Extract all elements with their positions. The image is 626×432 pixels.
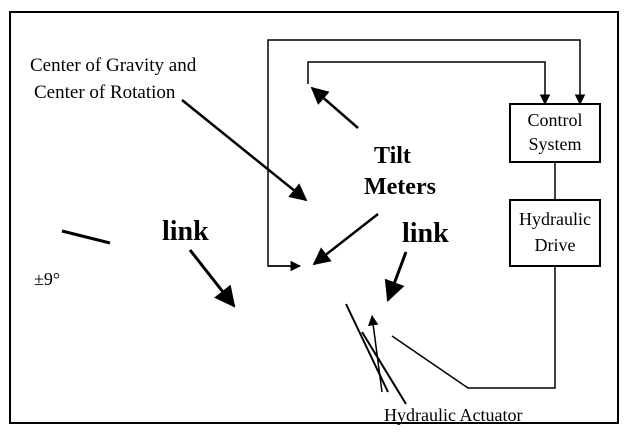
- drive-to-actuator-line: [391, 266, 556, 389]
- outer-frame: [9, 11, 619, 424]
- link-left-label: link: [162, 216, 209, 247]
- tilt-label-line2: Meters: [364, 174, 436, 200]
- actuator-pointer-arrow: [368, 314, 383, 393]
- cog-label-line1: Center of Gravity and: [30, 55, 197, 76]
- actuator-rod-2: [361, 331, 407, 405]
- angle-label: ±9°: [34, 269, 61, 289]
- drive-label-line2: Drive: [534, 235, 576, 255]
- control-label-line1: Control: [527, 110, 583, 130]
- link-left-arrow: [188, 249, 236, 308]
- inner-feedback-loop: [307, 61, 551, 106]
- actuator-label: Hydraulic Actuator: [384, 405, 523, 425]
- actuator-rod-1: [345, 303, 389, 393]
- control-label-line2: System: [528, 134, 582, 154]
- tilt-meter-upper-arrow: [310, 86, 359, 129]
- cog-pointer-arrow: [181, 99, 308, 202]
- tilt-meter-lower-arrow: [312, 213, 379, 266]
- cog-label-line2: Center of Rotation: [34, 82, 176, 103]
- drive-label-line1: Hydraulic: [519, 209, 591, 229]
- link-right-arrow: [384, 251, 408, 302]
- link-right-label: link: [402, 218, 449, 249]
- tilt-label-line1: Tilt: [374, 143, 411, 169]
- tilt-link-bar: [61, 229, 111, 245]
